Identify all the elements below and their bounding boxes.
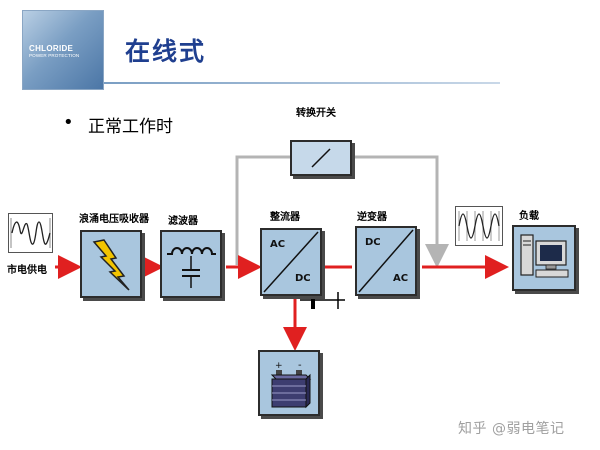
rectifier-box: AC DC <box>260 228 322 296</box>
filter-box <box>160 230 222 298</box>
battery-minus-sign: - <box>298 360 302 371</box>
bypass-switch-label: 转换开关 <box>296 108 336 119</box>
diagonal-divider <box>263 231 319 293</box>
inverter-output-label: AC <box>393 273 409 284</box>
lightning-icon <box>92 239 130 291</box>
inverter-input-label: DC <box>365 237 381 248</box>
title-divider <box>104 82 500 84</box>
surge-suppressor-box <box>80 230 142 298</box>
rectifier-input-label: AC <box>270 239 286 250</box>
mains-label: 市电供电 <box>7 265 47 276</box>
bullet-dot: • <box>63 112 74 133</box>
bypass-path-return <box>354 155 449 268</box>
inverter-label: 逆变器 <box>357 212 387 223</box>
computer-icon <box>520 234 569 278</box>
bullet-text: 正常工作时 <box>88 117 173 137</box>
diagonal-divider <box>358 229 414 293</box>
bypass-switch-box <box>290 140 352 176</box>
battery-icon: + - <box>270 360 312 409</box>
rectifier-output-label: DC <box>295 273 311 284</box>
logo-subtitle: POWER PROTECTION <box>29 53 80 58</box>
battery-plus-sign: + <box>275 361 283 371</box>
filter-label: 滤波器 <box>168 216 198 227</box>
filter-symbol-icon <box>167 247 216 288</box>
switch-icon <box>311 148 331 168</box>
load-label: 负载 <box>519 211 539 222</box>
output-waveform <box>455 206 503 246</box>
chloride-logo: CHLORIDE POWER PROTECTION <box>22 10 104 90</box>
distorted-wave-icon <box>10 218 51 248</box>
logo-name: CHLORIDE <box>29 44 74 53</box>
rectifier-label: 整流器 <box>270 212 300 223</box>
battery-box: + - <box>258 350 320 416</box>
surge-label: 浪涌电压吸收器 <box>79 214 149 225</box>
page-title: 在线式 <box>125 37 207 66</box>
load-box <box>512 225 576 291</box>
watermark: 知乎 @弱电笔记 <box>458 421 565 437</box>
sine-wave-icon <box>458 211 500 241</box>
inverter-box: DC AC <box>355 226 417 296</box>
mains-waveform <box>8 213 53 253</box>
bypass-path <box>235 155 290 265</box>
